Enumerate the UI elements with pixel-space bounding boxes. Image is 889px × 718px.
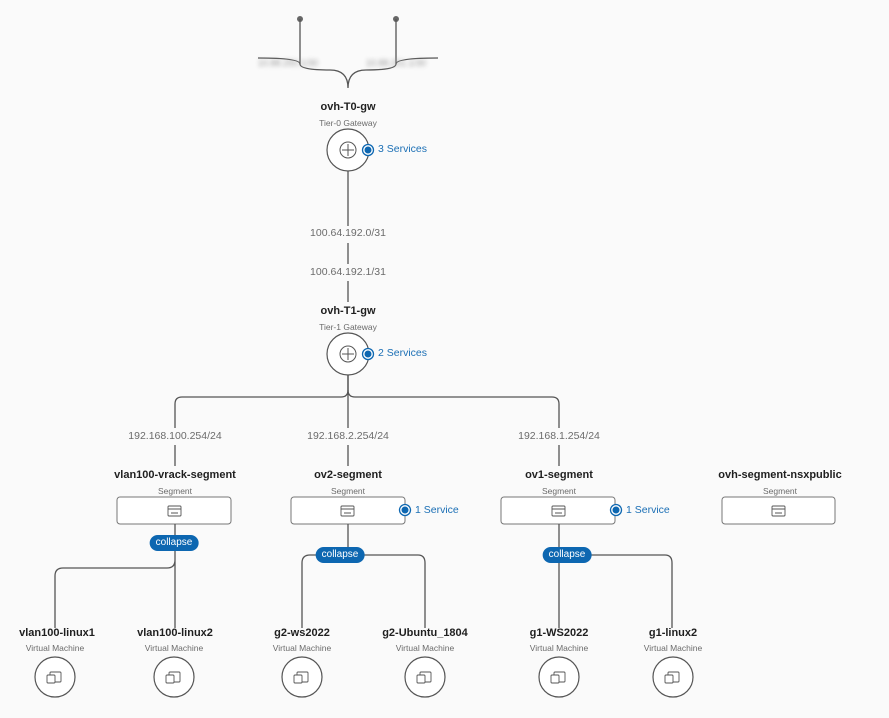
vm-type: Virtual Machine <box>643 643 703 653</box>
t1-type: Tier-1 Gateway <box>319 322 377 332</box>
t1-segment-link <box>174 375 349 428</box>
segment-vm-link <box>558 524 673 628</box>
segment-subnet: 192.168.100.254/24 <box>128 430 222 442</box>
link-subnet-upper: 100.64.192.0/31 <box>310 227 386 239</box>
segment-box[interactable] <box>290 496 406 525</box>
segment-box[interactable] <box>721 496 836 525</box>
uplink-brace <box>257 57 439 89</box>
t1-services-link[interactable]: 2 Services <box>378 347 428 359</box>
vm-type: Virtual Machine <box>272 643 332 653</box>
collapse-button[interactable]: collapse <box>149 535 199 551</box>
segment-name[interactable]: ov1-segment <box>525 469 593 481</box>
collapse-button[interactable]: collapse <box>315 547 365 563</box>
t0-type: Tier-0 Gateway <box>319 118 377 128</box>
vm-icon <box>46 671 680 684</box>
segment-type: Segment <box>330 486 366 496</box>
vm-name[interactable]: g2-ws2022 <box>274 627 330 639</box>
segment-services-link[interactable]: 1 Service <box>415 504 459 516</box>
segment-type: Segment <box>157 486 193 496</box>
router-icon <box>339 345 357 363</box>
segment-vm-link <box>301 524 426 628</box>
segment-subnet: 192.168.2.254/24 <box>307 430 389 442</box>
t0-name[interactable]: ovh-T0-gw <box>320 101 376 113</box>
t1-name[interactable]: ovh-T1-gw <box>320 305 376 317</box>
vm-type: Virtual Machine <box>529 643 589 653</box>
t0-services-link[interactable]: 3 Services <box>378 143 428 155</box>
segment-type: Segment <box>762 486 798 496</box>
link-subnet-lower: 100.64.192.1/31 <box>310 266 386 278</box>
vm-type: Virtual Machine <box>144 643 204 653</box>
segment-vm-link <box>54 524 176 628</box>
segment-name[interactable]: ovh-segment-nsxpublic <box>718 469 842 481</box>
segment-icon <box>167 505 786 517</box>
segment-subnet: 192.168.1.254/24 <box>518 430 600 442</box>
vm-name[interactable]: vlan100-linux2 <box>137 627 213 639</box>
segment-type: Segment <box>541 486 577 496</box>
uplink-label: 10.88.250.1/30 <box>257 58 319 68</box>
segment-box[interactable] <box>500 496 616 525</box>
collapse-button[interactable]: collapse <box>542 547 592 563</box>
vm-name[interactable]: g1-WS2022 <box>529 627 589 639</box>
router-icon <box>339 141 357 159</box>
vm-type: Virtual Machine <box>25 643 85 653</box>
segment-name[interactable]: ov2-segment <box>314 469 382 481</box>
segment-services-link[interactable]: 1 Service <box>626 504 670 516</box>
vm-name[interactable]: g2-Ubuntu_1804 <box>382 627 468 639</box>
segment-box[interactable] <box>116 496 232 525</box>
segment-name[interactable]: vlan100-vrack-segment <box>114 469 236 481</box>
t1-segment-link <box>347 389 560 428</box>
vm-name[interactable]: vlan100-linux1 <box>19 627 95 639</box>
uplink-label: 10.88.251.1/30 <box>365 58 427 68</box>
vm-type: Virtual Machine <box>395 643 455 653</box>
vm-name[interactable]: g1-linux2 <box>648 627 698 639</box>
